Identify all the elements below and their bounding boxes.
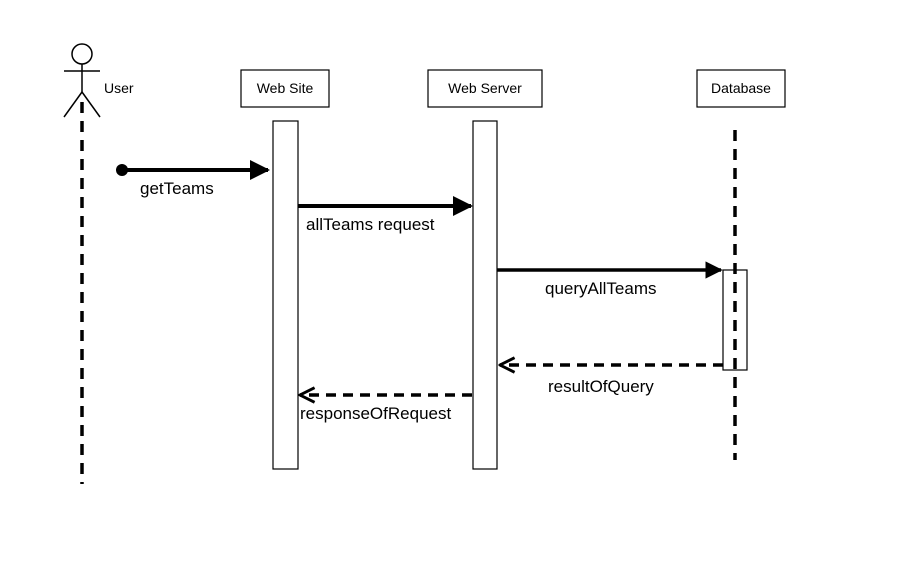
participant-website: Web Site [240, 69, 330, 470]
message-label-get-teams: getTeams [140, 179, 214, 198]
participant-box-website [240, 69, 330, 108]
message-label-query-all-teams: queryAllTeams [545, 279, 657, 298]
participant-user: User [63, 43, 134, 484]
message-label-response-of-request: responseOfRequest [300, 404, 451, 423]
stick-figure-icon [63, 43, 101, 118]
message-query-all-teams: queryAllTeams [497, 261, 723, 298]
participant-box-database [696, 69, 786, 108]
participant-box-webserver [427, 69, 543, 108]
participant-database: Database [696, 69, 786, 460]
participant-webserver: Web Server [427, 69, 543, 470]
activation-bar-webserver [472, 120, 498, 470]
message-all-teams-request: allTeams request [298, 196, 473, 234]
activation-bar-database [722, 269, 748, 371]
message-label-all-teams-request: allTeams request [306, 215, 435, 234]
message-label-result-of-query: resultOfQuery [548, 377, 654, 396]
message-result-of-query: resultOfQuery [500, 365, 723, 396]
activation-bar-website [272, 120, 299, 470]
participant-label-webserver: Web Server [448, 80, 522, 96]
participant-label-website: Web Site [257, 80, 314, 96]
participant-label-database: Database [711, 80, 771, 96]
participant-label-user: User [104, 80, 134, 96]
message-get-teams: getTeams [116, 160, 270, 198]
message-response-of-request: responseOfRequest [300, 395, 472, 423]
